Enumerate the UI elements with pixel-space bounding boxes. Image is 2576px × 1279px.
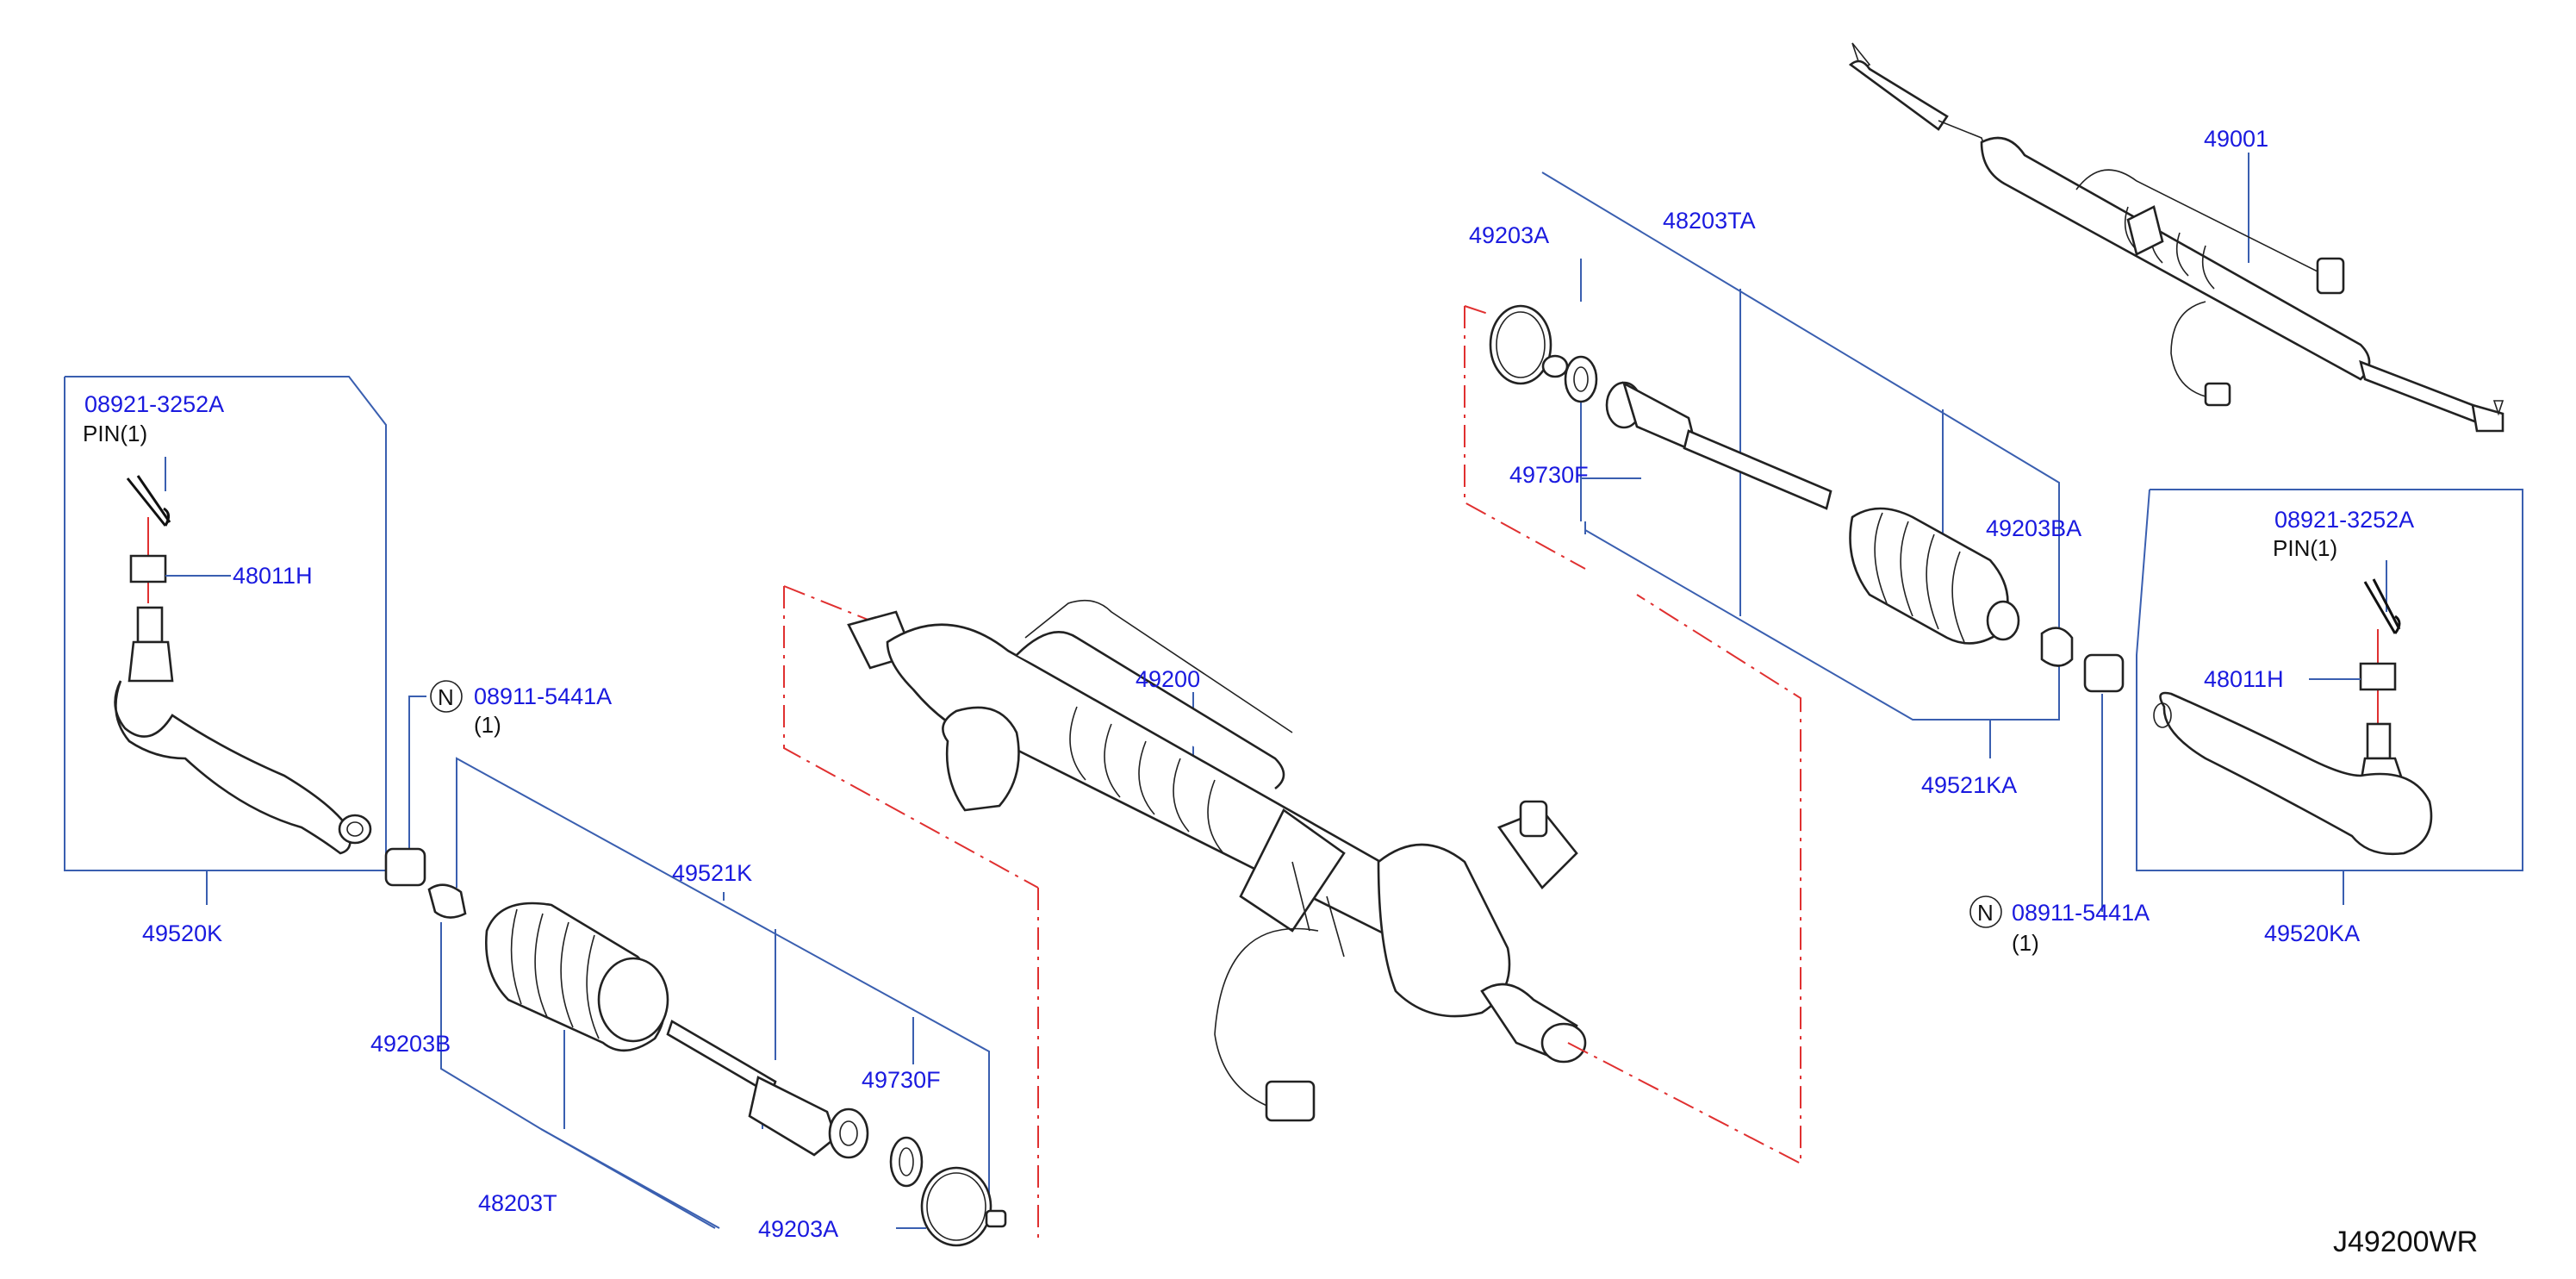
label-pin-left: 08921-3252A xyxy=(84,391,224,417)
label-clamp-right: 49203A xyxy=(1469,222,1549,248)
label-ring-right: 49730F xyxy=(1509,462,1589,488)
label-tie-rod-end-right: 49520KA xyxy=(2264,920,2360,946)
lock-nut-left-icon xyxy=(384,847,426,887)
lock-nut-right-group: N xyxy=(1969,653,2125,928)
label-nut-left: 48011H xyxy=(233,563,313,589)
label-inner-rod-right: 48203TA xyxy=(1663,208,1756,234)
label-boot-kit-left: 49521K xyxy=(672,860,752,886)
label-steering-assy: 49001 xyxy=(2204,126,2268,152)
gear-assembly-group xyxy=(783,585,1801,1165)
label-clamp-left: 49203A xyxy=(758,1216,838,1242)
label-gear-assy: 49200 xyxy=(1136,666,1200,692)
inner-rod-right-group xyxy=(1464,172,2074,758)
boot-clamp-left-icon xyxy=(427,883,467,919)
tie-rod-end-right-icon xyxy=(2153,691,2433,856)
label-nut-n-right: 08911-5441A xyxy=(2012,900,2150,926)
label-boot-clamp-right: 49203BA xyxy=(1986,515,2081,541)
label-nut-n-right-qty: (1) xyxy=(2012,930,2039,956)
n-symbol-left: N xyxy=(438,684,454,710)
clamp-left-icon xyxy=(920,1166,1007,1247)
label-inner-rod-left: 48203T xyxy=(478,1190,557,1216)
boot-clamp-right-icon xyxy=(2040,627,2074,667)
tie-rod-end-right-group xyxy=(2136,489,2523,905)
cotter-pin-left-icon xyxy=(126,475,171,527)
lock-nut-right-icon xyxy=(2083,653,2125,693)
label-boot-kit-right: 49521KA xyxy=(1921,772,2017,798)
boot-right-icon xyxy=(1849,507,2020,645)
boot-left-icon xyxy=(485,902,669,1052)
label-nut-n-left: 08911-5441A xyxy=(474,683,612,709)
label-nut-right: 48011H xyxy=(2204,666,2284,692)
label-ring-left: 49730F xyxy=(862,1067,941,1093)
lock-nut-left-group: N xyxy=(384,680,463,887)
steering-rack-assembly-icon xyxy=(1848,42,2504,433)
tie-rod-end-left-group xyxy=(64,376,387,905)
label-pin-right-note: PIN(1) xyxy=(2273,535,2337,561)
cotter-pin-right-icon xyxy=(2363,578,2401,634)
clamp-right-icon xyxy=(1489,304,1569,385)
steering-gear-icon xyxy=(847,599,1587,1122)
label-tie-rod-end-left: 49520K xyxy=(142,920,222,946)
label-pin-right: 08921-3252A xyxy=(2274,507,2414,533)
label-boot-clamp-left: 49203B xyxy=(370,1031,451,1057)
diagram-code: J49200WR xyxy=(2333,1226,2478,1258)
castle-nut-right-icon xyxy=(2359,662,2397,691)
inner-tie-rod-right-icon xyxy=(1605,381,1832,510)
label-nut-n-left-qty: (1) xyxy=(474,712,501,738)
n-symbol-right: N xyxy=(1977,900,1994,926)
boot-kit-left-group xyxy=(427,757,1039,1247)
ring-right-icon xyxy=(1564,355,1598,403)
ring-left-icon xyxy=(889,1136,924,1188)
steering-assembly-group xyxy=(1848,42,2504,433)
inner-tie-rod-left-icon xyxy=(666,1020,869,1159)
tie-rod-end-left-icon xyxy=(114,606,372,855)
castle-nut-left-icon xyxy=(129,554,167,583)
label-pin-left-note: PIN(1) xyxy=(83,421,147,446)
